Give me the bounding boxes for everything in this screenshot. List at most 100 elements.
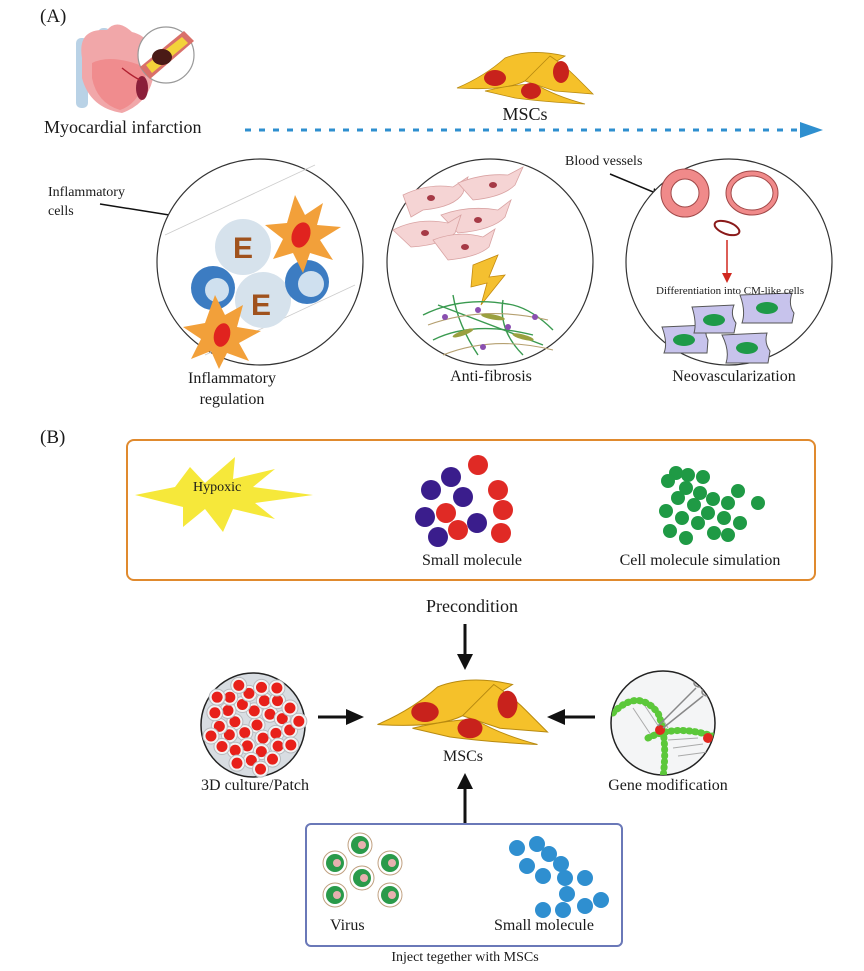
3d-culture-label: 3D culture/Patch	[201, 777, 309, 794]
neovascularization-label: Neovascularization	[672, 368, 796, 385]
spheroid-nucleus	[209, 707, 221, 719]
cell-molecule-simulation-label: Cell molecule simulation	[619, 552, 781, 569]
spheroid-nucleus	[211, 691, 223, 703]
myocardial-infarction-label: Myocardial infarction	[44, 117, 202, 137]
green-molecule	[663, 524, 677, 538]
precondition-small-molecule-label: Small molecule	[422, 552, 522, 569]
gene-modification-label: Gene modification	[608, 777, 728, 794]
cell-molecule-cluster-icon	[659, 466, 765, 545]
msc-top-label: MSCs	[502, 104, 548, 124]
hypoxic-star-icon	[135, 457, 313, 532]
green-molecule	[706, 492, 720, 506]
spheroid-nucleus	[229, 744, 241, 756]
spheroid-nucleus	[245, 754, 257, 766]
green-molecule	[679, 481, 693, 495]
spheroid-nucleus	[272, 695, 284, 707]
blue-molecule	[529, 836, 545, 852]
spheroid-nucleus	[205, 730, 217, 742]
neovascularization-icon	[625, 158, 833, 366]
title-line2: regulation	[199, 391, 265, 408]
green-molecule	[675, 511, 689, 525]
green-molecule	[731, 484, 745, 498]
svg-text:E: E	[233, 232, 253, 265]
virus-core	[360, 874, 368, 882]
arrow-down-precondition	[457, 624, 473, 670]
msc-cells-icon	[456, 52, 595, 105]
blue-molecule	[509, 840, 525, 856]
spheroid-nucleus	[229, 716, 241, 728]
blood-vessels-callout: Blood vessels	[565, 154, 643, 169]
virus-core	[388, 891, 396, 899]
dark-molecule	[428, 527, 448, 547]
virus-core	[388, 859, 396, 867]
spheroid-nucleus	[264, 708, 276, 720]
spheroid-nucleus	[276, 713, 288, 725]
blue-molecule	[541, 846, 557, 862]
green-molecule	[701, 506, 715, 520]
gene-modification-dna-icon	[610, 670, 716, 776]
spheroid-nucleus	[239, 727, 251, 739]
callout-line2: cells	[48, 204, 74, 219]
callout-line1: Inflammatory	[48, 185, 125, 200]
spheroid-nucleus	[255, 746, 267, 758]
arrow-left-gene	[547, 709, 595, 725]
green-molecule	[659, 504, 673, 518]
green-molecule	[721, 496, 735, 510]
spheroid-nucleus	[284, 702, 296, 714]
green-molecule	[687, 498, 701, 512]
green-molecule	[693, 486, 707, 500]
spheroid-nucleus	[231, 757, 243, 769]
green-molecule	[691, 516, 705, 530]
spheroid-nucleus	[257, 732, 269, 744]
green-molecule	[721, 528, 735, 542]
green-molecule	[696, 470, 710, 484]
green-molecule	[717, 511, 731, 525]
svg-text:E: E	[251, 289, 271, 322]
green-molecule	[733, 516, 747, 530]
red-molecule	[448, 520, 468, 540]
green-molecule	[661, 474, 675, 488]
spheroid-nucleus	[266, 753, 278, 765]
dark-molecule	[421, 480, 441, 500]
spheroid-nucleus	[243, 687, 255, 699]
spheroid-nucleus	[224, 691, 236, 703]
artery-plaque-icon	[137, 26, 195, 84]
progression-arrow	[245, 122, 823, 138]
blue-molecule	[535, 902, 551, 918]
green-molecule	[671, 491, 685, 505]
spheroid-nucleus	[258, 695, 270, 707]
arrow-right-3d	[318, 709, 364, 725]
anti-fibrosis-label: Anti-fibrosis	[450, 368, 532, 385]
blue-molecule	[577, 870, 593, 886]
inflammatory-cells-icon: E E	[156, 158, 364, 369]
virus-label: Virus	[330, 917, 365, 934]
spheroid-nucleus	[270, 727, 282, 739]
precondition-title: Precondition	[426, 596, 518, 616]
inflammatory-regulation-label: Inflammatory regulation	[188, 368, 276, 410]
inject-small-molecule-label: Small molecule	[494, 917, 594, 934]
spheroid-nucleus	[255, 681, 267, 693]
green-molecule	[679, 531, 693, 545]
virus-core	[358, 841, 366, 849]
red-molecule	[493, 500, 513, 520]
spheroid-nucleus	[293, 715, 305, 727]
anti-fibrosis-icon	[386, 158, 594, 366]
blue-molecule	[593, 892, 609, 908]
spheroid-nucleus	[216, 741, 228, 753]
spheroid-nucleus	[271, 682, 283, 694]
dark-molecule	[453, 487, 473, 507]
spheroid-nucleus	[241, 740, 253, 752]
dark-molecule	[467, 513, 487, 533]
title-line1: Inflammatory	[188, 370, 276, 387]
3d-culture-spheroid-icon	[200, 672, 308, 778]
msc-central-icon	[377, 679, 549, 745]
blue-molecule	[577, 898, 593, 914]
virus-core	[333, 859, 341, 867]
panel-b-label: (B)	[40, 427, 66, 448]
blue-molecule	[555, 902, 571, 918]
spheroid-nucleus	[251, 719, 263, 731]
spheroid-nucleus	[255, 763, 267, 775]
hypoxic-label: Hypoxic	[193, 480, 242, 495]
precondition-box	[126, 439, 816, 581]
spheroid-nucleus	[248, 705, 260, 717]
